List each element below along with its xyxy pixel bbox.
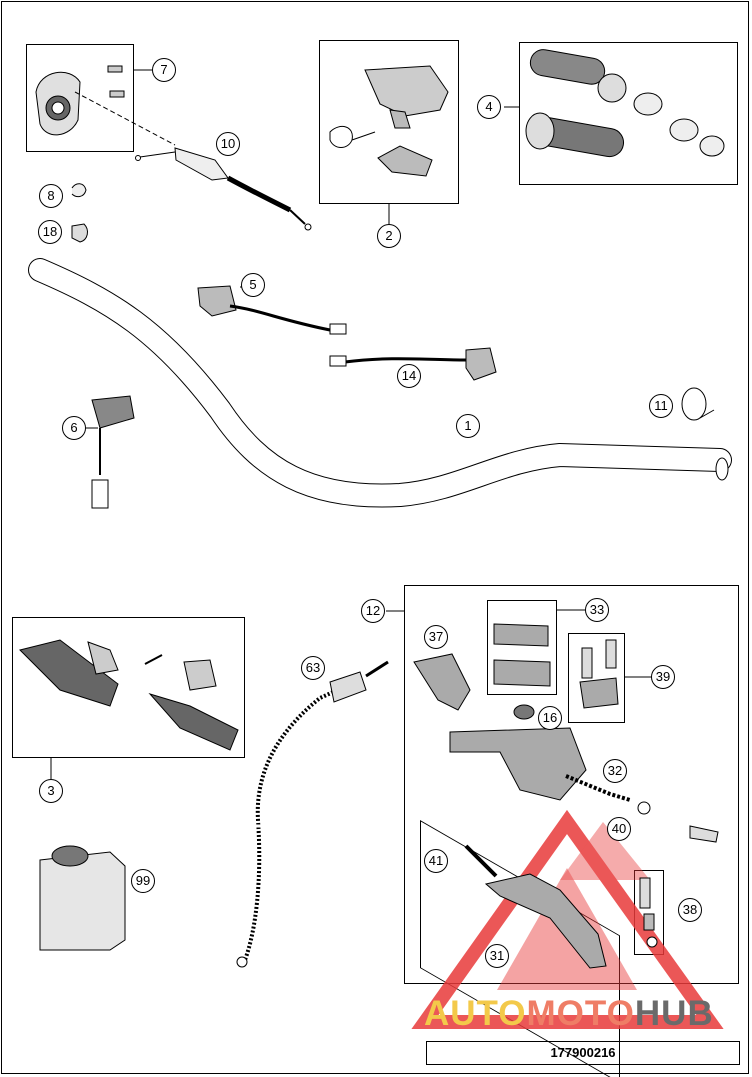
handlebar-part[interactable] [28, 258, 732, 508]
switch-cover-part[interactable] [329, 65, 449, 226]
callout-41[interactable]: 41 [424, 849, 448, 873]
callout-1[interactable]: 1 [456, 414, 480, 438]
frame-hand-guards [12, 617, 245, 758]
diagram-part-number: 177900216 [426, 1041, 740, 1065]
callout-37[interactable]: 37 [424, 625, 448, 649]
left-switch-part[interactable] [197, 285, 347, 335]
callout-18[interactable]: 18 [38, 220, 62, 244]
callout-16[interactable]: 16 [538, 706, 562, 730]
callout-4[interactable]: 4 [477, 95, 501, 119]
callout-63[interactable]: 63 [301, 656, 325, 680]
watermark-word-1: AUTO [424, 994, 527, 1033]
callout-10[interactable]: 10 [216, 132, 240, 156]
callout-3[interactable]: 3 [39, 779, 63, 803]
frame-reservoir-cover [487, 600, 557, 695]
clutch-fluid-bottle-part[interactable] [39, 845, 126, 951]
watermark-word-3: HUB [634, 994, 714, 1033]
throttle-housing-part[interactable] [35, 65, 152, 136]
combination-switch-part[interactable] [86, 395, 135, 509]
callout-6[interactable]: 6 [62, 416, 86, 440]
callout-11[interactable]: 11 [649, 394, 673, 418]
clamp-bolts-part[interactable] [579, 639, 619, 709]
callout-40[interactable]: 40 [607, 817, 631, 841]
callout-12[interactable]: 12 [361, 599, 385, 623]
cable-nipple-part[interactable] [71, 183, 87, 198]
watermark-brand: AUTOMOTOHUB [424, 994, 714, 1034]
pivot-pin-part[interactable] [639, 877, 658, 948]
callout-99[interactable]: 99 [131, 869, 155, 893]
clutch-clamp-part[interactable] [413, 653, 471, 711]
callout-8[interactable]: 8 [39, 184, 63, 208]
clutch-lever-part[interactable] [464, 844, 607, 969]
frame-throttle-housing [26, 44, 134, 152]
grips-part[interactable] [504, 48, 725, 159]
cable-tie-part[interactable] [681, 387, 715, 421]
callout-2[interactable]: 2 [377, 224, 401, 248]
frame-clamp-bolts [568, 633, 625, 723]
reservoir-cover-part[interactable] [493, 609, 585, 687]
watermark-word-2: MOTO [526, 994, 635, 1033]
throttle-cable-part[interactable] [74, 91, 312, 231]
right-switch-part[interactable] [329, 347, 497, 381]
hand-guards-part[interactable] [19, 639, 239, 779]
clutch-hose-part[interactable] [236, 660, 389, 968]
frame-clutch-assembly [404, 585, 739, 984]
diaphragm-part[interactable] [513, 704, 535, 720]
callout-14[interactable]: 14 [397, 364, 421, 388]
callout-5[interactable]: 5 [241, 273, 265, 297]
callout-31[interactable]: 31 [485, 944, 509, 968]
callout-7[interactable]: 7 [152, 58, 176, 82]
callout-39[interactable]: 39 [651, 665, 675, 689]
callout-38[interactable]: 38 [678, 898, 702, 922]
frame-grips [519, 42, 738, 185]
callout-33[interactable]: 33 [585, 598, 609, 622]
cable-stop-part[interactable] [71, 223, 88, 243]
master-cylinder-part[interactable] [449, 727, 719, 843]
callout-32[interactable]: 32 [603, 759, 627, 783]
